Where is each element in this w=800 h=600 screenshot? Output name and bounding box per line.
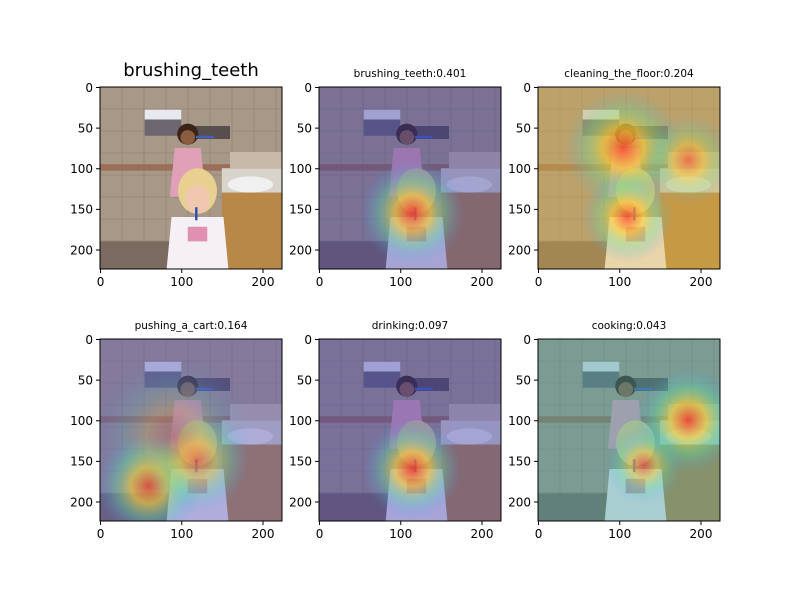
- axes-frame: [99, 338, 283, 522]
- panel-svg-6: 0 50 100 150 200 0 100 200: [508, 333, 721, 541]
- x-tick-label: 0: [316, 527, 324, 541]
- panel-svg-1: 0 50 100 150 200 0 100 200: [70, 81, 283, 289]
- y-tick-label: 200: [289, 243, 312, 257]
- y-tick-label: 50: [78, 121, 93, 135]
- y-tick-label: 0: [523, 81, 531, 95]
- axes-frame: [99, 86, 283, 270]
- y-tick-label: 100: [70, 162, 93, 176]
- x-tick-label: 0: [535, 275, 543, 289]
- image-panel-2: 0 50 100 150 200 0 100 200: [289, 81, 502, 289]
- panel-title: cooking:0.043: [591, 320, 667, 332]
- image-panel-6: 0 50 100 150 200 0 100 200: [508, 333, 721, 541]
- x-tick-label: 0: [97, 275, 105, 289]
- axes-frame: [537, 86, 721, 270]
- image-panel-1: 0 50 100 150 200 0 100 200: [70, 81, 283, 289]
- x-tick-label: 200: [252, 275, 275, 289]
- y-tick-label: 200: [508, 495, 531, 509]
- y-tick-label: 100: [508, 162, 531, 176]
- panel-svg-2: 0 50 100 150 200 0 100 200: [289, 81, 502, 289]
- image-panel-3: 0 50 100 150 200 0 100 200: [508, 81, 721, 289]
- heatmap-hotspot: [642, 114, 720, 206]
- photo: [100, 339, 282, 521]
- y-tick-label: 100: [289, 162, 312, 176]
- y-tick-label: 200: [70, 243, 93, 257]
- x-tick-label: 200: [471, 275, 494, 289]
- axes-frame: [318, 338, 502, 522]
- y-tick-label: 0: [85, 333, 93, 347]
- y-tick-label: 50: [78, 373, 93, 387]
- y-tick-label: 50: [297, 121, 312, 135]
- x-tick-label: 100: [608, 527, 631, 541]
- panel-title: pushing_a_cart:0.164: [134, 320, 248, 332]
- photo: [319, 87, 501, 269]
- x-tick-label: 100: [389, 275, 412, 289]
- x-tick-label: 0: [535, 527, 543, 541]
- y-tick-label: 150: [289, 455, 312, 469]
- y-tick-label: 100: [70, 414, 93, 428]
- y-tick-label: 0: [523, 333, 531, 347]
- photo: [319, 339, 501, 521]
- y-tick-label: 150: [508, 203, 531, 217]
- heatmap-hotspot: [363, 419, 462, 519]
- y-tick-label: 200: [508, 243, 531, 257]
- heatmap-hotspot: [360, 160, 465, 265]
- y-tick-label: 100: [289, 414, 312, 428]
- axes-frame: [537, 338, 721, 522]
- panel-svg-5: 0 50 100 150 200 0 100 200: [289, 333, 502, 541]
- panel-title: brushing_teeth: [123, 60, 259, 81]
- image-panel-5: 0 50 100 150 200 0 100 200: [289, 333, 502, 541]
- heatmap-hotspot: [100, 358, 252, 515]
- y-tick-label: 50: [516, 121, 531, 135]
- y-tick-label: 150: [70, 455, 93, 469]
- panel-svg-4: 0 50 100 150 200 0 100 200: [70, 333, 283, 541]
- x-tick-label: 100: [170, 527, 193, 541]
- y-tick-label: 50: [297, 373, 312, 387]
- x-tick-label: 200: [252, 527, 275, 541]
- x-tick-label: 0: [316, 275, 324, 289]
- panel-svg-3: 0 50 100 150 200 0 100 200: [508, 81, 721, 289]
- y-tick-label: 150: [289, 203, 312, 217]
- y-tick-label: 200: [70, 495, 93, 509]
- y-tick-label: 0: [304, 333, 312, 347]
- x-tick-label: 200: [471, 527, 494, 541]
- x-tick-label: 100: [608, 275, 631, 289]
- y-tick-label: 150: [70, 203, 93, 217]
- photo: [538, 87, 720, 269]
- axes-frame: [318, 86, 502, 270]
- image-panel-4: 0 50 100 150 200 0 100 200: [70, 333, 283, 541]
- x-tick-label: 200: [690, 527, 713, 541]
- y-tick-label: 50: [516, 373, 531, 387]
- x-tick-label: 100: [389, 527, 412, 541]
- y-tick-label: 0: [304, 81, 312, 95]
- y-tick-label: 150: [508, 455, 531, 469]
- panel-title: brushing_teeth:0.401: [353, 68, 467, 80]
- photo: [100, 87, 282, 269]
- photo: [538, 339, 720, 521]
- x-tick-label: 200: [690, 275, 713, 289]
- y-tick-label: 0: [85, 81, 93, 95]
- x-tick-label: 0: [97, 527, 105, 541]
- heatmap-hotspot: [581, 171, 673, 263]
- x-tick-label: 100: [170, 275, 193, 289]
- y-tick-label: 200: [289, 495, 312, 509]
- heatmap-hotspot: [604, 425, 683, 504]
- panel-title: drinking:0.097: [371, 320, 449, 332]
- panel-title: cleaning_the_floor:0.204: [564, 68, 694, 80]
- y-tick-label: 100: [508, 414, 531, 428]
